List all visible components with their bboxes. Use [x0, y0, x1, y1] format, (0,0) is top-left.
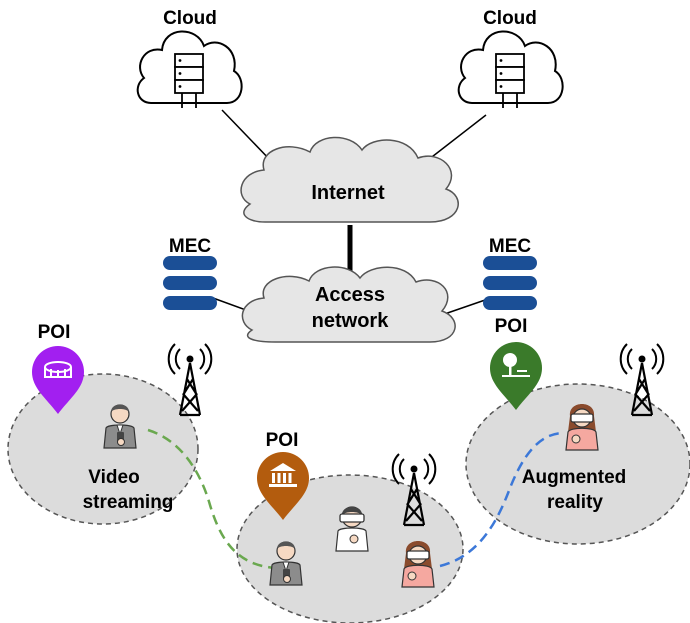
poi-label: POI — [38, 322, 71, 343]
mec-right: MEC — [483, 236, 537, 310]
green-mobility-path — [147, 428, 276, 570]
cloud-right: Cloud — [457, 8, 564, 109]
server-cloud-icon — [457, 30, 564, 109]
mec-right-label: MEC — [489, 236, 532, 257]
access-network-label-line1: Access — [315, 284, 385, 306]
access-network-cloud: Access network — [241, 266, 456, 343]
zone-label-line1: Augmented — [522, 467, 627, 488]
poi-label: POI — [266, 430, 299, 451]
access-network-label-line2: network — [312, 310, 390, 332]
cloud-left: Cloud — [136, 8, 243, 109]
stadium-icon — [44, 361, 72, 378]
poi-stadium: POI — [32, 322, 84, 414]
mec-left-label: MEC — [169, 236, 212, 257]
park-icon — [502, 353, 530, 377]
blue-mobility-path — [439, 431, 565, 568]
museum-icon — [269, 463, 297, 487]
server-cloud-icon — [136, 30, 243, 109]
user-vr-headset-icon — [401, 540, 435, 588]
poi-park: POI — [490, 316, 542, 410]
user-vr-headset-icon — [565, 403, 599, 451]
poi-label: POI — [495, 316, 528, 337]
zone-label-line2: streaming — [83, 492, 174, 513]
link-cloud-left-internet — [221, 109, 274, 164]
link-cloud-right-internet — [427, 114, 487, 161]
zone-left — [7, 373, 199, 525]
zone-label-line1: Video — [88, 467, 139, 488]
internet-label: Internet — [311, 182, 385, 204]
internet-cloud: Internet — [240, 136, 459, 223]
cloud-left-label: Cloud — [163, 8, 217, 29]
mec-server-icon — [163, 256, 217, 310]
zone-right — [465, 383, 690, 545]
cloud-right-label: Cloud — [483, 8, 537, 29]
zone-label-line2: reality — [547, 492, 603, 513]
poi-museum: POI — [257, 430, 309, 520]
mec-server-icon — [483, 256, 537, 310]
mec-left: MEC — [163, 236, 217, 310]
